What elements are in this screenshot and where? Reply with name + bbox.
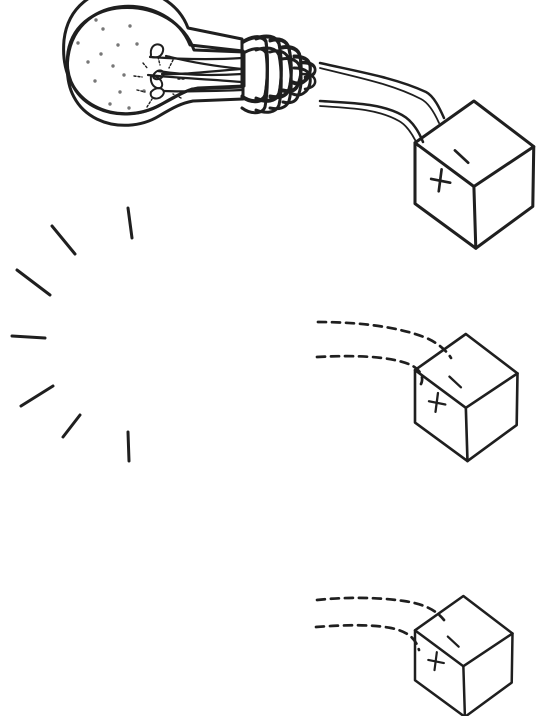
glow-spark-3 [143, 63, 148, 69]
negative-terminal-mark [448, 637, 459, 647]
scene-bottom [67, 8, 512, 716]
thread-1 [242, 37, 267, 101]
glass-speck-12 [108, 102, 111, 105]
solid-wire-pair [320, 63, 444, 146]
glass-speck-8 [135, 42, 138, 45]
light-ray-7 [128, 432, 129, 461]
battery-icon [415, 596, 513, 716]
filament-loop [151, 44, 163, 57]
positive-terminal-vertical [439, 169, 442, 191]
glow-spark-1 [134, 76, 142, 77]
positive-terminal-vertical [436, 393, 438, 412]
upper-dashed-wire [317, 598, 444, 620]
glass-speck-13 [127, 106, 130, 109]
glass-speck-14 [76, 41, 79, 44]
battery-icon [415, 101, 534, 248]
glass-speck-1 [94, 18, 97, 21]
upper-wire-left [320, 63, 444, 118]
light-ray-4 [12, 336, 45, 338]
negative-terminal-mark [449, 377, 460, 388]
lower-dashed-wire [317, 356, 422, 384]
glass-speck-5 [93, 79, 96, 82]
light-ray-5 [21, 386, 53, 406]
lower-wire-right [320, 106, 418, 146]
scene-middle [12, 6, 518, 461]
light-ray-3 [17, 270, 50, 295]
light-ray-6 [63, 415, 80, 437]
light-ray-1 [128, 208, 132, 238]
glass-speck-2 [101, 27, 104, 30]
filament-glow-loop [151, 88, 164, 98]
glass-speck-6 [118, 90, 121, 93]
battery-front-edge [463, 666, 465, 716]
glass-speck-7 [128, 24, 131, 27]
light-ray-2 [52, 226, 75, 254]
battery-icon [415, 334, 518, 461]
glow-spark-8 [147, 99, 152, 107]
glow-spark-5 [169, 60, 173, 68]
glass-speck-10 [122, 73, 125, 76]
glass-speck-3 [99, 52, 102, 55]
glass-speck-4 [111, 64, 114, 67]
filament-lead [150, 57, 242, 59]
lower-dashed-wire [316, 625, 419, 650]
filament-lead [164, 90, 242, 91]
glass-speck-9 [86, 60, 89, 63]
dashed-wire-pair [317, 322, 451, 384]
light-rays [12, 208, 132, 461]
lit-bulb-icon [67, 6, 315, 125]
glass-speck-15 [116, 43, 119, 46]
negative-terminal-mark [455, 150, 468, 162]
filament-lead [162, 69, 242, 74]
positive-terminal-vertical [435, 652, 437, 670]
battery-front-edge [466, 408, 468, 461]
battery-front-edge [474, 187, 476, 249]
upper-dashed-wire [318, 322, 451, 358]
